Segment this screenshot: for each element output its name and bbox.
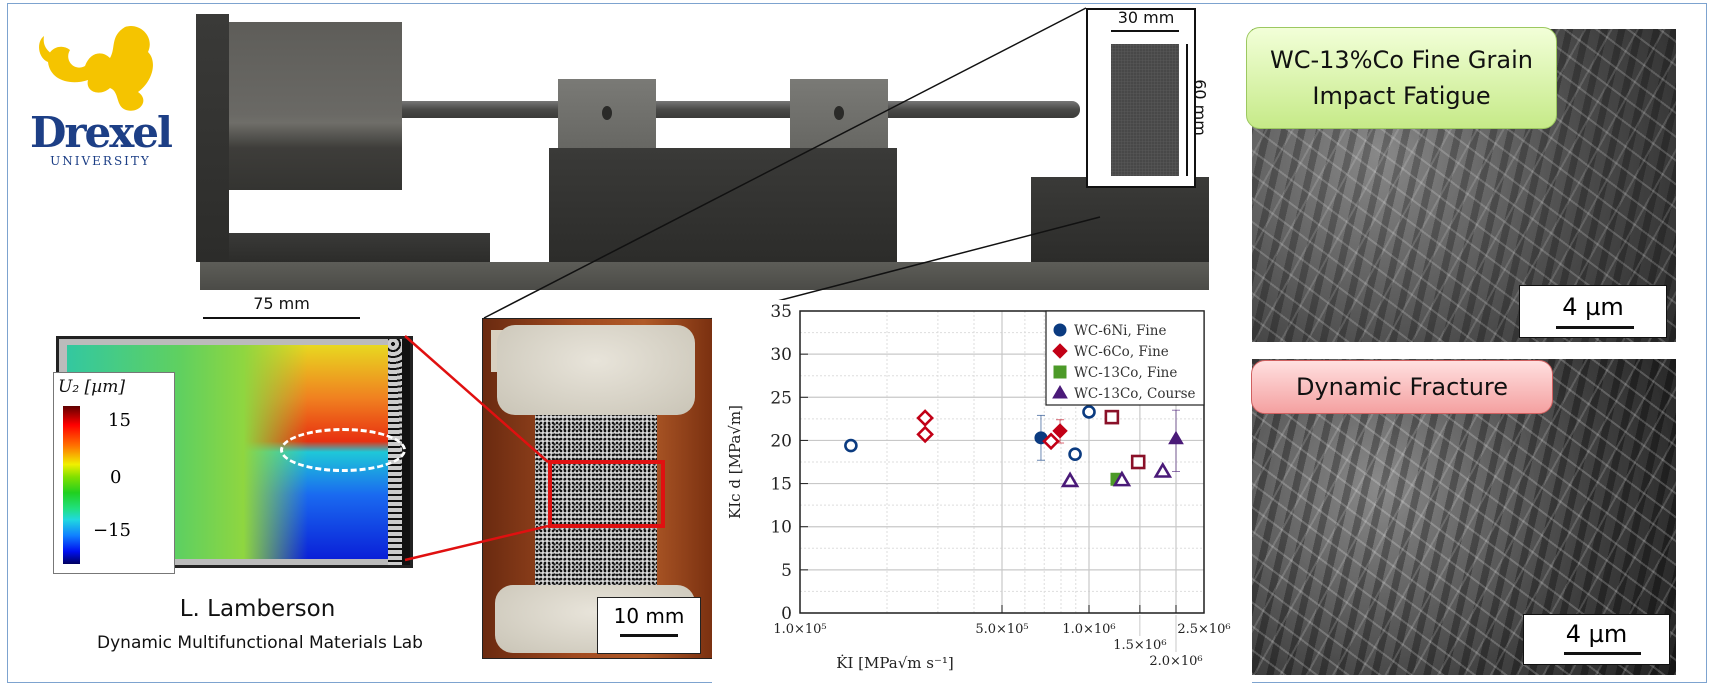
data-point [1068,447,1082,462]
y-tick-label: 25 [770,388,792,408]
sem-scale-box: 4 µm [1523,614,1670,665]
bolt-hole [834,106,844,120]
x-tick-label: 1.5×10⁶ [1113,638,1166,653]
colorbar-tick: −15 [93,520,131,541]
x-tick-label: 2.5×10⁶ [1177,622,1230,637]
fatigue-title-line2: Impact Fatigue [1312,82,1491,110]
photo-scale-label: 10 mm [613,604,685,628]
apparatus-scale-bar [203,317,360,319]
legend-label: WC-13Co, Course [1074,386,1196,402]
specimen-mount [1031,177,1209,262]
left-foot [229,233,490,262]
logo-wordmark: Drexel [30,108,173,157]
legend-marker [1052,385,1068,399]
rod-support-block [558,79,656,148]
data-point [844,438,858,453]
photo-scale-bar [620,634,678,637]
legend-marker [1053,323,1067,337]
clay-upper-grip [497,325,695,415]
region-of-interest-box [548,460,665,528]
sem-scale-box: 4 µm [1519,285,1667,338]
gas-gun-cylinder [229,22,402,190]
y-tick-label: 30 [770,345,792,365]
colorbar-tick: 0 [110,467,122,488]
legend-label: WC-13Co, Fine [1074,365,1177,381]
colorbar-title: U₂ [µm] [58,377,125,397]
data-point [1042,432,1060,451]
rod-support-block [790,79,888,148]
data-point [1153,461,1173,478]
data-point [1082,405,1096,419]
vertical-plate [196,14,229,262]
legend-label: WC-6Ni, Fine [1074,323,1166,339]
inset-width-label: 30 mm [1117,8,1175,27]
fracture-label: Dynamic Fracture [1251,360,1553,414]
zoom-connector-line [483,7,1087,319]
photo-scale-box: 10 mm [597,597,701,654]
colorbar [63,406,80,564]
y-axis-label: KIc d [MPa√m] [726,405,744,519]
data-point [1052,423,1068,439]
speckled-specimen [535,405,657,595]
height-dimension-line [1186,44,1188,176]
legend-box [1045,310,1205,406]
x-axis-label: K̇I [MPa√m s⁻¹] [836,654,954,672]
roi-connector-line [404,524,549,562]
colorbar-tick: 15 [108,410,131,431]
legend-marker [1052,343,1068,359]
y-tick-label: 20 [770,431,792,451]
x-tick-label: 2.0×10⁶ [1149,654,1202,669]
x-tick-label: 5.0×10⁵ [975,622,1028,637]
apparatus-scale-label: 75 mm [253,294,310,313]
fatigue-label: WC-13%Co Fine Grain Impact Fatigue [1246,27,1557,129]
legend-marker [1053,365,1067,379]
y-tick-label: 0 [781,604,792,624]
data-point [1104,409,1120,425]
bolt-hole [602,106,612,120]
center-block [549,148,897,262]
y-tick-label: 10 [770,518,792,538]
dragon-icon [39,26,153,111]
sem-scale-label: 4 µm [1565,620,1628,648]
legend-label: WC-6Co, Fine [1074,344,1169,360]
data-point [1060,471,1080,488]
sem-scale-bar [1556,326,1634,329]
y-tick-label: 5 [781,561,792,581]
data-point [1112,470,1132,487]
data-point [916,409,934,427]
data-point [916,425,934,444]
roi-connector-line [404,335,549,463]
base-plate [200,262,1209,290]
y-tick-label: 15 [770,475,792,495]
data-point [1130,454,1146,470]
crack-tip-highlight [280,428,406,472]
author-name: L. Lamberson [179,596,336,622]
sem-scale-bar [1564,652,1641,655]
data-point [1168,430,1184,445]
specimen-image [1111,44,1179,176]
x-tick-label: 1.0×10⁶ [1062,622,1115,637]
fatigue-title-line1: WC-13%Co Fine Grain [1270,46,1533,74]
x-tick-label: 1.0×10⁵ [773,622,826,637]
lab-name: Dynamic Multifunctional Materials Lab [97,633,423,653]
y-tick-label: 35 [770,302,792,322]
sem-scale-label: 4 µm [1562,293,1624,321]
width-dimension-line [1111,30,1179,32]
logo-subtitle: UNIVERSITY [50,154,151,168]
